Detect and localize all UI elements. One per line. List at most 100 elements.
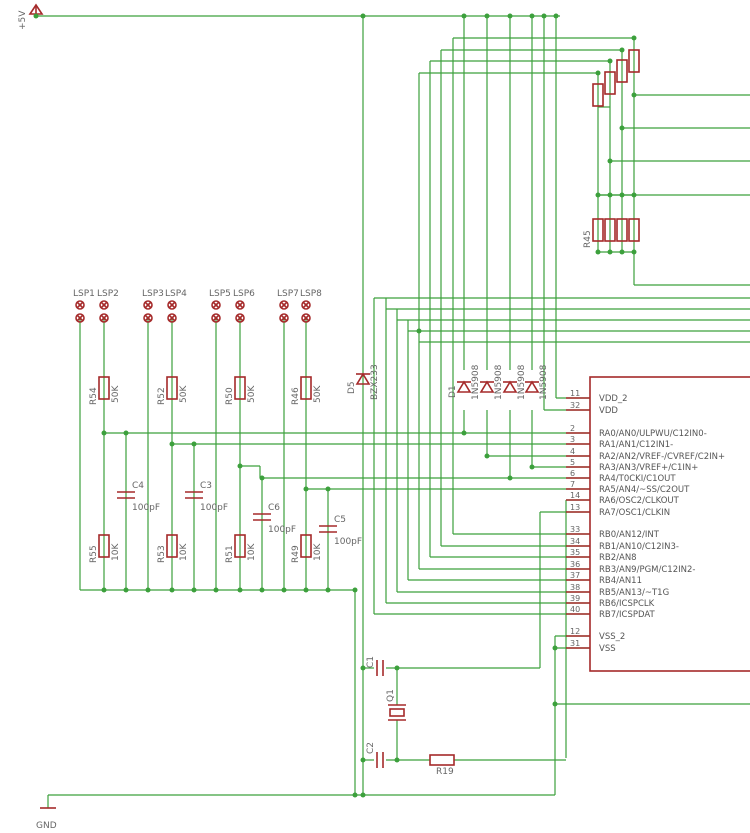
d3-value: 1N5908 <box>517 364 527 400</box>
ic-pin-number: 32 <box>570 401 580 410</box>
c6-name: C6 <box>268 503 280 513</box>
d5-name: D5 <box>347 381 357 394</box>
connector-label-lsp2: LSP2 <box>97 289 119 299</box>
r46-name: R46 <box>291 387 301 405</box>
ic-pin-number: 14 <box>570 491 580 500</box>
r55-value: 10K <box>111 543 121 561</box>
connector-label-lsp4: LSP4 <box>165 289 187 299</box>
c3-name: C3 <box>200 481 212 491</box>
ic-pin-number: 3 <box>570 435 575 444</box>
d4-value: 1N5908 <box>539 364 549 400</box>
wires <box>36 15 750 808</box>
r54-name: R54 <box>89 387 99 405</box>
ic-pin-number: 4 <box>570 447 575 456</box>
ic-pin-label: VDD_2 <box>599 394 628 404</box>
r19-name: R19 <box>436 767 454 777</box>
ic-pin-label: RB0/AN12/INT <box>599 530 660 540</box>
ic-pin-label: RB1/AN10/C12IN3- <box>599 542 679 552</box>
ic-pin-label: RA3/AN3/VREF+/C1IN+ <box>599 463 698 473</box>
vcc-label: +5V <box>18 10 28 30</box>
ic-pin-label: RA7/OSC1/CLKIN <box>599 508 670 518</box>
r49-name: R49 <box>291 545 301 563</box>
ic-pin-label: VSS <box>599 644 616 654</box>
ic-pin-label: VSS_2 <box>599 632 625 642</box>
connector-label-lsp8: LSP8 <box>300 289 322 299</box>
c4-name: C4 <box>132 481 144 491</box>
ic-pin-label: RA2/AN2/VREF-/CVREF/C2IN+ <box>599 452 725 462</box>
ic-pin-number: 37 <box>570 571 580 580</box>
ic-pin-label: RB6/ICSPCLK <box>599 599 655 609</box>
labels: +5V GND LSP1 LSP2 LSP3 LSP4 LSP5 LSP6 LS… <box>18 10 593 831</box>
ic-pin-number: 36 <box>570 560 580 569</box>
ic-pin-number: 33 <box>570 525 580 534</box>
d2-value: 1N5908 <box>494 364 504 400</box>
connector-label-lsp7: LSP7 <box>277 289 299 299</box>
gnd-label: GND <box>36 821 57 831</box>
ic-pin-number: 40 <box>570 605 580 614</box>
ic-pin-number: 2 <box>570 424 575 433</box>
r54-value: 50K <box>111 385 121 403</box>
ic-pin-label: RB2/AN8 <box>599 553 637 563</box>
r55-name: R55 <box>89 545 99 563</box>
r52-name: R52 <box>157 387 167 405</box>
connector-label-lsp5: LSP5 <box>209 289 231 299</box>
connector-label-lsp1: LSP1 <box>73 289 95 299</box>
connector-lsp1 <box>75 300 85 323</box>
c5-name: C5 <box>334 515 346 525</box>
connector-lsp4 <box>167 300 177 323</box>
q1-name: Q1 <box>386 689 396 702</box>
ic-pin-label: RA5/AN4/~SS/C2OUT <box>599 485 690 495</box>
c6-value: 100pF <box>268 525 296 535</box>
ic-pin-label: VDD <box>599 406 618 416</box>
ic-pin-number: 6 <box>570 469 575 478</box>
d1-name: D1 <box>448 385 458 398</box>
ic-pin-number: 13 <box>570 503 580 512</box>
connector-pads <box>75 300 311 323</box>
ic-pin-number: 11 <box>570 389 580 398</box>
c5-value: 100pF <box>334 537 362 547</box>
connector-lsp3 <box>143 300 153 323</box>
c1-name: C1 <box>366 656 376 668</box>
r50-name: R50 <box>225 387 235 405</box>
ic-pin-label: RA6/OSC2/CLKOUT <box>599 496 680 506</box>
r53-name: R53 <box>157 545 167 563</box>
ic-pin-label: RB5/AN13/~T1G <box>599 588 669 598</box>
ic-pin-label: RA0/AN0/ULPWU/C12IN0- <box>599 429 707 439</box>
ic-pin-number: 34 <box>570 537 580 546</box>
ic-pin-label: RB7/ICSPDAT <box>599 610 656 620</box>
ic-pin-label: RB3/AN9/PGM/C12IN2- <box>599 565 695 575</box>
r45-name: R45 <box>583 230 593 248</box>
ic-pin-number: 35 <box>570 548 580 557</box>
connector-label-lsp6: LSP6 <box>233 289 255 299</box>
r46-value: 50K <box>313 385 323 403</box>
c2-name: C2 <box>366 742 376 754</box>
connector-lsp8 <box>301 300 311 323</box>
connector-lsp5 <box>211 300 221 323</box>
connector-label-lsp3: LSP3 <box>142 289 164 299</box>
ic-pin-number: 31 <box>570 639 580 648</box>
connector-lsp2 <box>99 300 109 323</box>
connector-lsp7 <box>279 300 289 323</box>
c3-value: 100pF <box>200 503 228 513</box>
connector-lsp6 <box>235 300 245 323</box>
r50-value: 50K <box>247 385 257 403</box>
ic-pin-number: 39 <box>570 594 580 603</box>
r49-value: 10K <box>313 543 323 561</box>
r51-value: 10K <box>247 543 257 561</box>
ic-pin-label: RA4/T0CKI/C1OUT <box>599 474 676 484</box>
d1-value: 1N5908 <box>471 364 481 400</box>
r53-value: 10K <box>179 543 189 561</box>
c4-value: 100pF <box>132 503 160 513</box>
d5-value: BZX233 <box>370 364 380 400</box>
r51-name: R51 <box>225 545 235 563</box>
component-bodies <box>28 3 750 809</box>
junctions <box>33 13 637 798</box>
ic-pin-label: RA1/AN1/C12IN1- <box>599 440 673 450</box>
ic-pin-label: RB4/AN11 <box>599 576 642 586</box>
ic-pin-number: 12 <box>570 627 580 636</box>
r52-value: 50K <box>179 385 189 403</box>
ic-pin-number: 38 <box>570 583 580 592</box>
ic-pin-number: 7 <box>570 480 575 489</box>
